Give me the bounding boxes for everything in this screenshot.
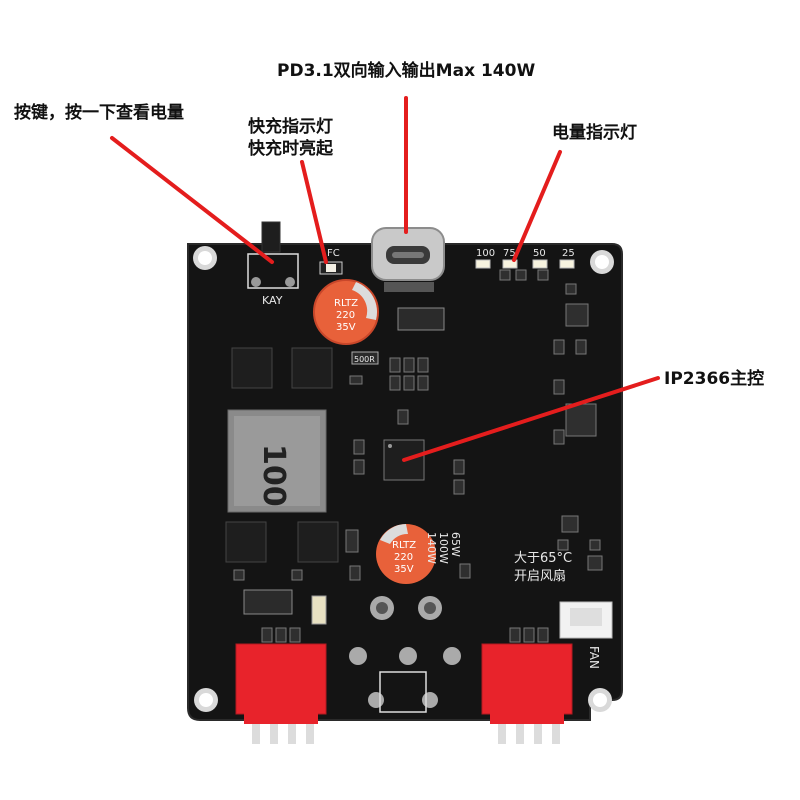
battery-leds (475, 259, 575, 269)
battery-led-annotation: 电量指示灯 (552, 123, 637, 143)
svg-text:25: 25 (562, 248, 575, 259)
svg-text:35V: 35V (336, 322, 356, 333)
led-level-labels: 100 75 50 25 (476, 248, 575, 259)
diode-bottom (243, 589, 293, 615)
svg-text:100: 100 (476, 248, 495, 259)
svg-text:100: 100 (256, 444, 291, 507)
svg-text:100W: 100W (437, 532, 450, 564)
fan-note-line2: 开启风扇 (514, 568, 566, 584)
smd-components (233, 269, 603, 643)
push-button[interactable] (247, 221, 299, 289)
svg-text:50: 50 (533, 248, 546, 259)
mounting-holes (193, 246, 614, 712)
red-connector-left[interactable] (235, 643, 327, 744)
svg-text:65W: 65W (449, 532, 462, 557)
svg-text:75: 75 (503, 248, 516, 259)
svg-text:140W: 140W (425, 532, 438, 564)
fast-charge-annotation-line2: 快充时亮起 (248, 139, 333, 159)
diode-top (397, 307, 445, 331)
fan-label: FAN (587, 646, 601, 669)
pd-title-annotation: PD3.1双向输入输出Max 140W (277, 61, 536, 81)
fc-label: FC (327, 248, 340, 259)
svg-text:220: 220 (394, 552, 413, 563)
fan-connector[interactable] (559, 601, 613, 639)
mosfets-upper (231, 347, 333, 389)
fan-note-line1: 大于65°C (514, 551, 572, 566)
capacitor-top: RLTZ 220 35V (313, 279, 379, 345)
inductor: 100 (227, 409, 327, 513)
usb-c-port[interactable] (371, 227, 445, 281)
fuse (311, 595, 327, 625)
resistor-code: 500R (354, 355, 375, 364)
controller-annotation: IP2366主控 (664, 369, 765, 389)
key-label: KAY (262, 294, 283, 307)
capacitor-bottom: RLTZ 220 35V (376, 524, 436, 584)
svg-text:220: 220 (336, 310, 355, 321)
svg-text:RLTZ: RLTZ (334, 298, 358, 309)
power-options: 65W 100W 140W (425, 532, 462, 564)
red-connector-right[interactable] (481, 643, 573, 744)
annotation-lines (110, 96, 660, 462)
svg-text:35V: 35V (394, 564, 414, 575)
svg-text:RLTZ: RLTZ (392, 540, 416, 551)
fast-charge-annotation-line1: 快充指示灯 (248, 117, 333, 137)
mosfets-lower (225, 521, 339, 563)
button-annotation: 按键，按一下查看电量 (14, 103, 184, 123)
